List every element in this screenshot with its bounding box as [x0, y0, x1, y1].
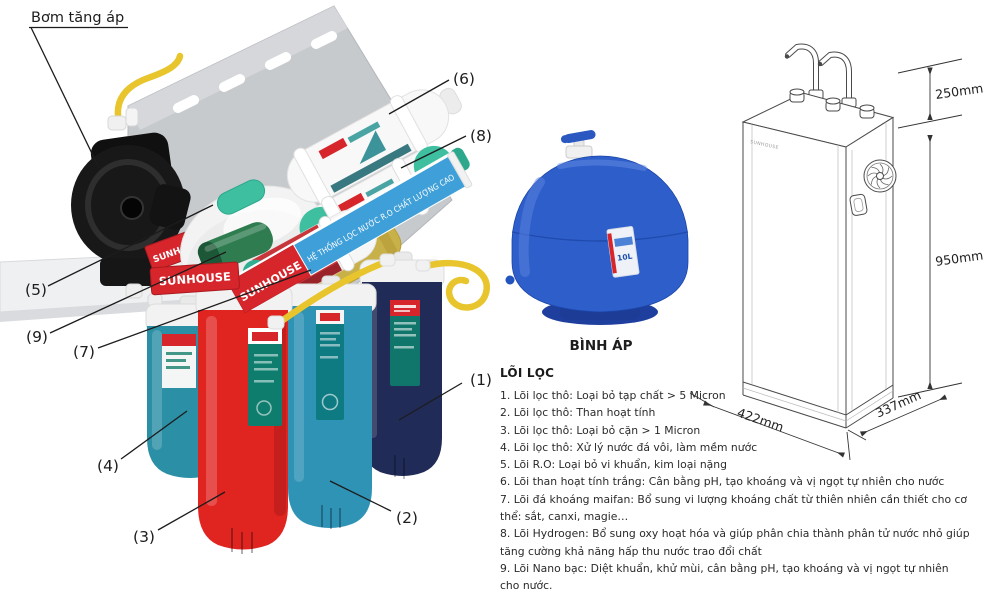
- filter-info-heading: LÕI LỌC: [500, 366, 555, 380]
- callout-4: (4): [97, 457, 119, 475]
- callout-3: (3): [133, 528, 155, 546]
- dim-250-text: 250mm: [934, 80, 984, 102]
- cabinet-brand-text: SUNHOUSE: [750, 139, 780, 151]
- water-tube-pump: [114, 52, 184, 126]
- tank-body: [511, 155, 689, 313]
- filter-info-item: 7. Lõi đá khoáng maifan: Bổ sung vi lượn…: [500, 492, 968, 524]
- filter-info-item: 3. Lõi lọc thô: Loại bỏ cặn > 1 Micron: [500, 423, 701, 437]
- callout-8: (8): [470, 127, 492, 145]
- filter-info-items: 1. Lõi lọc thô: Loại bỏ tạp chất > 5 Mic…: [500, 387, 970, 595]
- tank-capacity-text: 10L: [617, 252, 634, 263]
- filter-system-illustration: SUNHOUSE: [0, 5, 492, 554]
- tank-side-port: [505, 275, 515, 285]
- filter-info-item: 5. Lõi R.O: Loại bỏ vi khuẩn, kim loại n…: [500, 458, 727, 472]
- filter-info-item: 1. Lõi lọc thô: Loại bỏ tạp chất > 5 Mic…: [500, 389, 726, 402]
- filter-info-item: 4. Lõi lọc thô: Xử lý nước đá vôi, làm m…: [500, 440, 758, 454]
- pump-label: Bơm tăng áp: [31, 10, 124, 26]
- filter-housing-red: [195, 277, 293, 554]
- filter-housing-blue: [285, 275, 377, 529]
- filter-info-item: 2. Lõi lọc thô: Than hoạt tính: [500, 406, 656, 420]
- dim-250: 250mm: [897, 58, 984, 129]
- cabinet-drawing: SUNHOUSE 250mm 950mm 422mm 337mm: [689, 43, 984, 461]
- callout-7: (7): [73, 343, 95, 361]
- t33-cartridge: [286, 87, 462, 206]
- filter-info-item: 8. Lõi Hydrogen: Bổ sung oxy hoạt hóa và…: [500, 527, 970, 558]
- callout-9: (9): [26, 328, 48, 346]
- filter-housing-navy: [359, 251, 445, 479]
- callout-6: (6): [453, 70, 475, 88]
- fan-vent: [863, 159, 897, 193]
- tank-label-sticker: 10L: [606, 226, 640, 278]
- filter-info-item: 6. Lõi than hoạt tính trắng: Cân bằng pH…: [500, 475, 945, 489]
- callout-2: (2): [396, 509, 418, 527]
- green-capsule-small: [216, 179, 266, 215]
- vent-slot: [849, 193, 868, 216]
- callout-5: (5): [25, 281, 47, 299]
- filter-info-item: 9. Lõi Nano bạc: Diệt khuẩn, khử mùi, câ…: [500, 561, 949, 593]
- booster-pump: [71, 107, 191, 307]
- callout-1: (1): [470, 371, 492, 389]
- tank-caption: BÌNH ÁP: [570, 337, 633, 354]
- tank-valve: [560, 130, 596, 159]
- dispenser-knobs: [789, 88, 875, 119]
- dim-950-text: 950mm: [934, 247, 984, 269]
- filter-info-panel: LÕI LỌC 1. Lõi lọc thô: Loại bỏ tạp chất…: [500, 366, 970, 595]
- pressure-tank: 10L BÌNH ÁP: [505, 130, 689, 354]
- water-tubes-top: [267, 253, 490, 330]
- pump-leader-line: [30, 27, 100, 169]
- dim-950: 950mm: [897, 135, 984, 398]
- callout-leaders: [47, 79, 467, 531]
